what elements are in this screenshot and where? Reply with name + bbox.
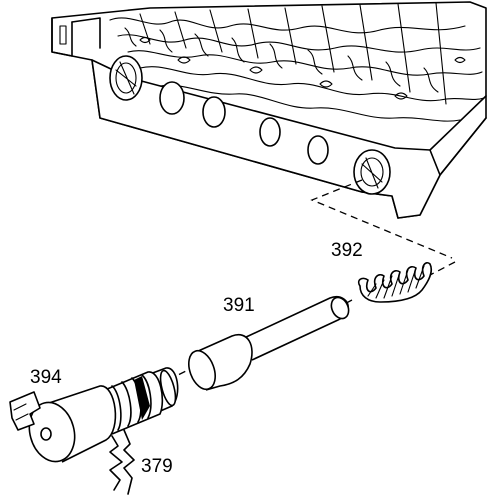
valve-body — [51, 1, 487, 219]
part-label-391: 391 — [223, 295, 255, 316]
part-label-379: 379 — [141, 456, 173, 477]
part-label-392: 392 — [331, 240, 363, 261]
solenoid-394 — [9, 367, 179, 495]
valve-body-bores — [109, 55, 391, 195]
spring-392 — [357, 261, 433, 303]
part-label-394: 394 — [30, 367, 62, 388]
valve-391 — [188, 295, 350, 391]
